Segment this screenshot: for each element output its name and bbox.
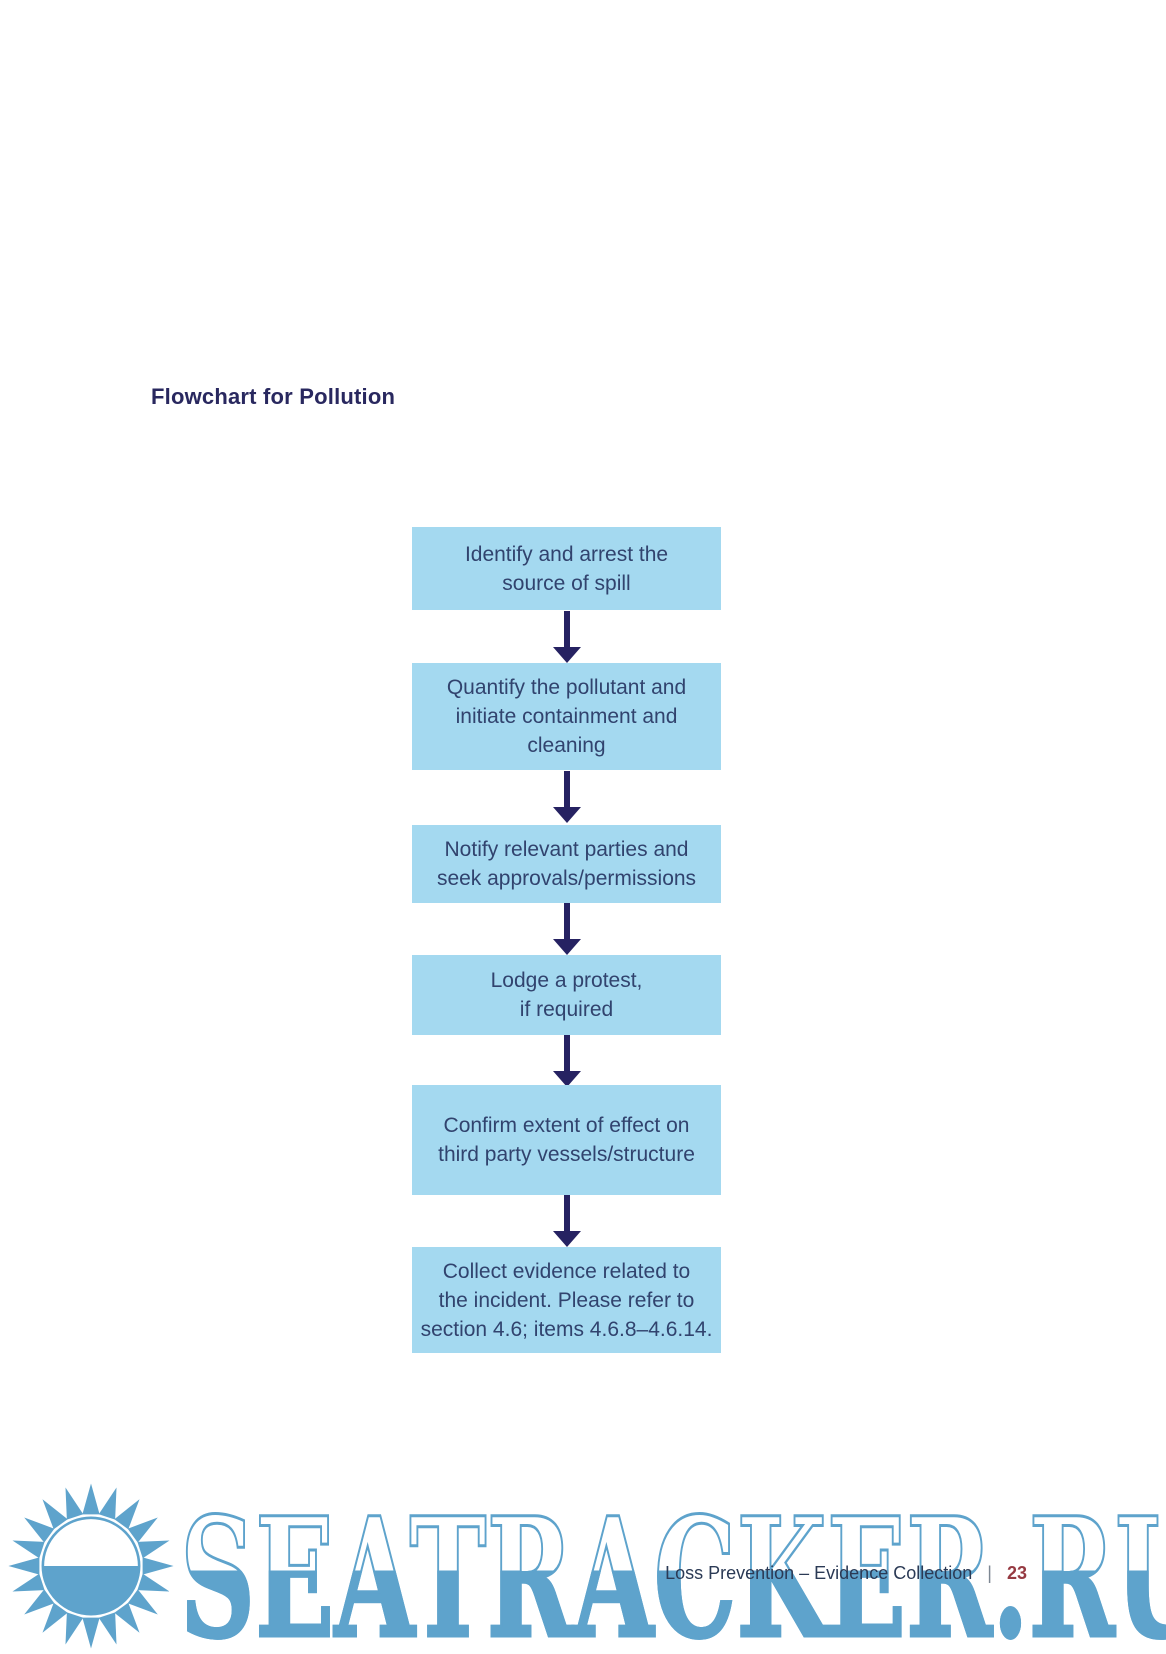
page-footer: Loss Prevention – Evidence Collection | … — [665, 1563, 1027, 1584]
seatracker-watermark: SEATRACKER.RU — [0, 1470, 1166, 1654]
flow-step-confirm-extent: Confirm extent of effect on third party … — [412, 1085, 721, 1195]
down-arrow-icon — [553, 1035, 581, 1087]
footer-separator: | — [987, 1563, 992, 1583]
page-number: 23 — [1006, 1563, 1027, 1583]
flow-step-quantify-pollutant: Quantify the pollutant and initiate cont… — [412, 663, 721, 770]
flow-step-collect-evidence: Collect evidence related to the incident… — [412, 1247, 721, 1353]
footer-label: Loss Prevention – Evidence Collection — [665, 1563, 973, 1583]
down-arrow-icon — [553, 771, 581, 823]
flow-step-notify-parties: Notify relevant parties and seek approva… — [412, 825, 721, 903]
down-arrow-icon — [553, 611, 581, 663]
flow-step-lodge-protest: Lodge a protest, if required — [412, 955, 721, 1035]
flow-step-identify-source: Identify and arrest the source of spill — [412, 527, 721, 610]
page-title: Flowchart for Pollution — [151, 384, 396, 409]
down-arrow-icon — [553, 903, 581, 955]
down-arrow-icon — [553, 1195, 581, 1247]
sun-logo-icon — [8, 1483, 174, 1649]
